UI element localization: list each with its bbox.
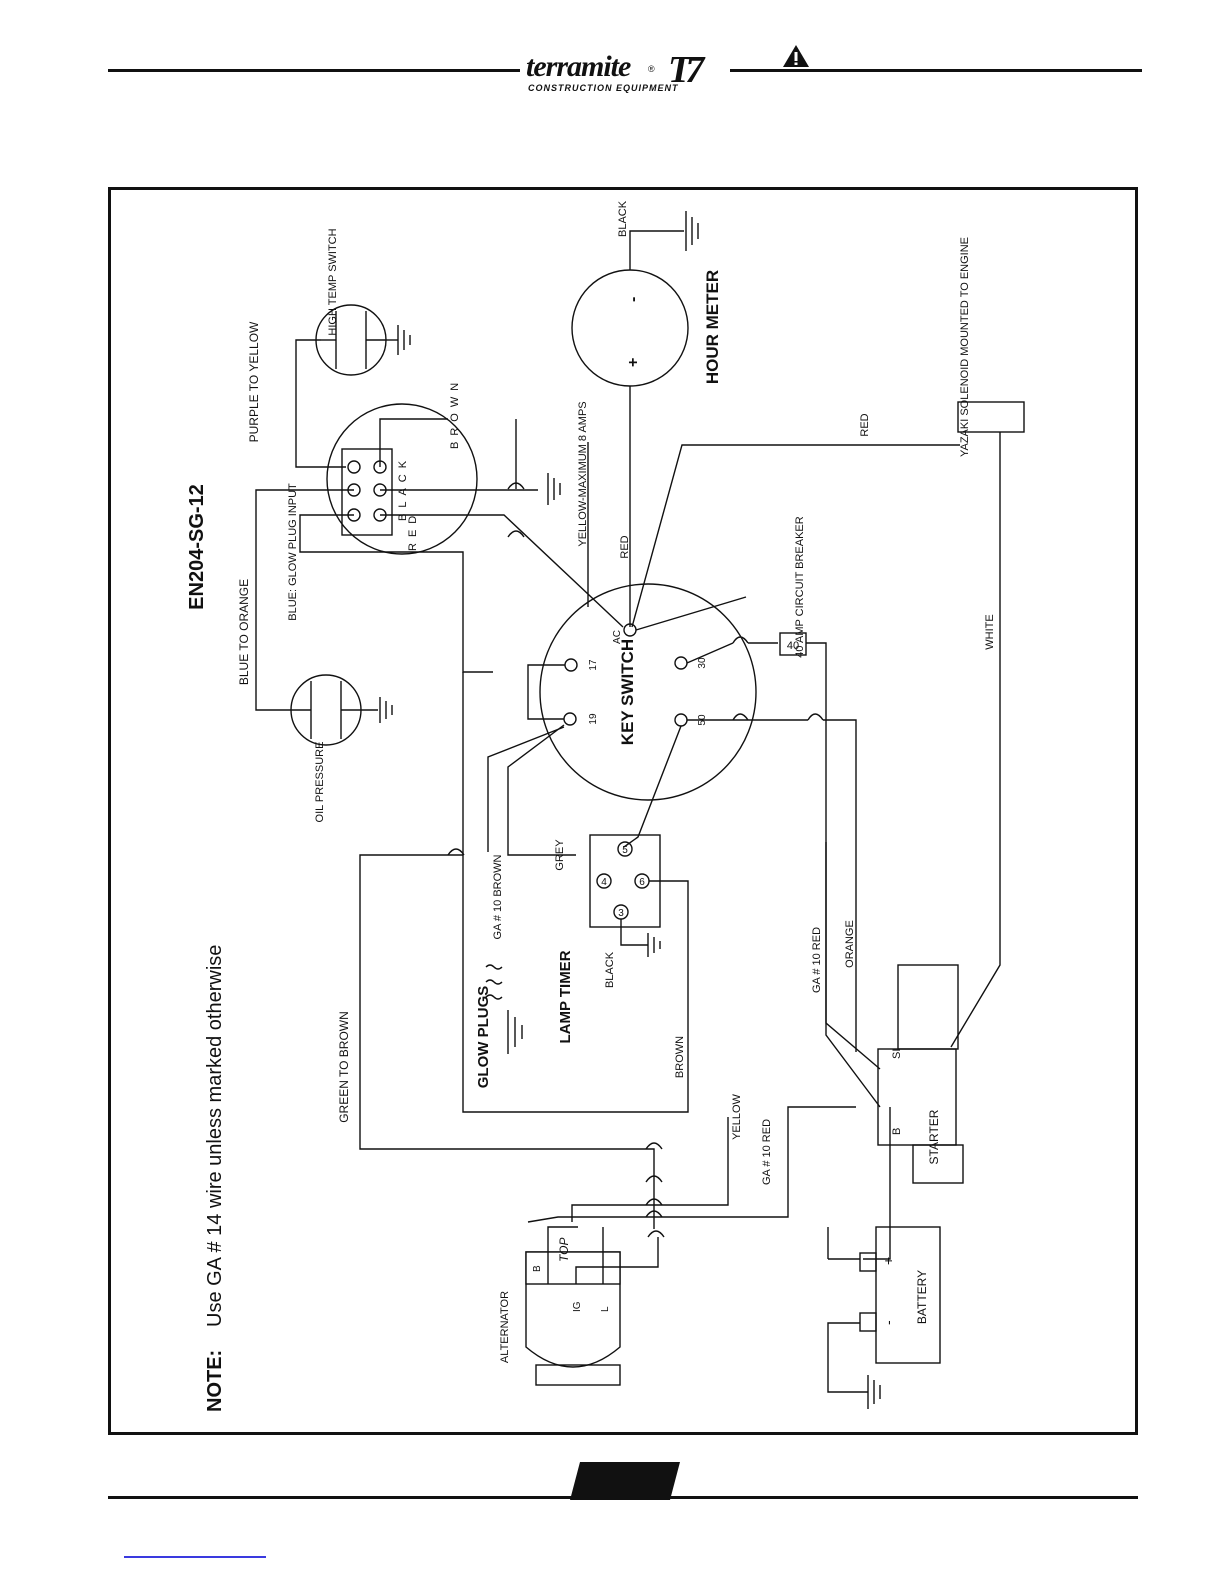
alternator-terminal-ig: IG xyxy=(572,1301,583,1312)
oil-pressure-label: OIL PRESSURE xyxy=(314,742,326,823)
key-terminal-30: 30 xyxy=(697,657,708,669)
key-switch-label: KEY SWITCH xyxy=(618,639,637,745)
starter-si-label: SI xyxy=(891,1049,903,1059)
alternator-label: ALTERNATOR xyxy=(499,1291,511,1363)
lamp-timer-terminal-5: 5 xyxy=(622,845,628,856)
wire-green-to-brown: GREEN TO BROWN xyxy=(337,1011,351,1123)
wire-ga10-brown: GA # 10 BROWN xyxy=(492,854,504,939)
brand-name: terramite xyxy=(526,50,631,83)
footer-rule xyxy=(108,1496,1138,1499)
alternator-top-note: TOP xyxy=(557,1238,571,1262)
wiring-diagram: EN204-SG-12 NOTE: Use GA # 14 wire unles… xyxy=(186,200,1025,1412)
wire-blue-to-orange: BLUE TO ORANGE xyxy=(237,579,251,685)
yazaki-solenoid xyxy=(957,401,1025,433)
hour-meter xyxy=(571,269,689,387)
brand-subtitle: CONSTRUCTION EQUIPMENT xyxy=(528,83,679,93)
lamp-timer-terminal-4: 4 xyxy=(601,877,607,888)
key-terminal-ac: AC xyxy=(612,630,623,644)
footer-link-underline xyxy=(124,1556,266,1558)
wire-purple-to-yellow: PURPLE TO YELLOW xyxy=(247,321,261,442)
brand-logo: terramite ® T7 CONSTRUCTION EQUIPMENT xyxy=(526,49,726,100)
note-text: Use GA # 14 wire unless marked otherwise xyxy=(204,945,226,1327)
wire-ga10-red-2: GA # 10 RED xyxy=(761,1119,773,1185)
wire-black-hour-meter: BLACK xyxy=(617,200,629,237)
wire-yellow-max: YELLOW-MAXIMUM 8 AMPS xyxy=(577,401,589,546)
wire-brown: BROWN xyxy=(674,1036,686,1078)
alternator-terminal-b: B xyxy=(532,1265,543,1272)
wire-blue-glow-plug-input: BLUE: GLOW PLUG INPUT xyxy=(287,483,299,621)
main-connector xyxy=(326,403,478,555)
lamp-timer-label: LAMP TIMER xyxy=(557,950,574,1043)
alternator xyxy=(525,1251,621,1368)
wire-grey: GREY xyxy=(554,839,566,871)
battery-minus: - xyxy=(880,1320,896,1325)
key-switch xyxy=(539,583,757,801)
starter-label: STARTER xyxy=(927,1109,941,1164)
battery-label: BATTERY xyxy=(915,1270,929,1324)
header-rule-left xyxy=(108,69,520,72)
circuit-breaker-label: 40 AMP CIRCUIT BREAKER xyxy=(794,516,806,657)
high-temp-switch-label: HIGH TEMP SWITCH xyxy=(327,228,339,335)
warning-icon xyxy=(783,45,809,67)
key-terminal-17: 17 xyxy=(588,659,599,671)
key-terminal-50: 50 xyxy=(697,714,708,726)
wire-black-timer: BLACK xyxy=(604,951,616,988)
note-label: NOTE: xyxy=(204,1350,226,1412)
hour-meter-label: HOUR METER xyxy=(703,270,722,384)
wire-red-2: RED xyxy=(859,413,871,436)
battery xyxy=(875,1226,941,1364)
hour-meter-minus: - xyxy=(625,297,642,302)
wire-orange: ORANGE xyxy=(844,920,856,968)
battery-plus: + xyxy=(880,1257,896,1265)
circuit-breaker xyxy=(779,632,807,656)
wire-white: WHITE xyxy=(984,614,996,649)
diagram-frame xyxy=(108,187,1138,1435)
alternator-terminal-l: L xyxy=(600,1306,611,1312)
wire-ga10-red-1: GA # 10 RED xyxy=(811,927,823,993)
circuit-breaker-value: 40 xyxy=(787,640,799,652)
hour-meter-plus: + xyxy=(625,358,642,367)
header-rule-right xyxy=(730,69,1142,72)
lamp-timer-terminal-6: 6 xyxy=(639,877,645,888)
lamp-timer-terminal-3: 3 xyxy=(618,908,624,919)
glow-plugs-label: GLOW PLUGS xyxy=(475,986,492,1089)
yazaki-label: YAZAKI SOLENOID MOUNTED TO ENGINE xyxy=(959,237,971,457)
starter-b-label: B xyxy=(891,1128,903,1135)
diagram-title: EN204-SG-12 xyxy=(186,484,208,610)
registered-mark: ® xyxy=(648,64,655,74)
page-number-tab xyxy=(570,1462,680,1500)
connector-red-label: RED xyxy=(407,510,419,551)
wire-red-1: RED xyxy=(619,535,631,558)
key-terminal-19: 19 xyxy=(588,713,599,725)
connector-brown-label: BROWN xyxy=(449,377,461,449)
wire-yellow: YELLOW xyxy=(731,1093,743,1139)
connector-black-label: BLACK xyxy=(397,455,409,521)
